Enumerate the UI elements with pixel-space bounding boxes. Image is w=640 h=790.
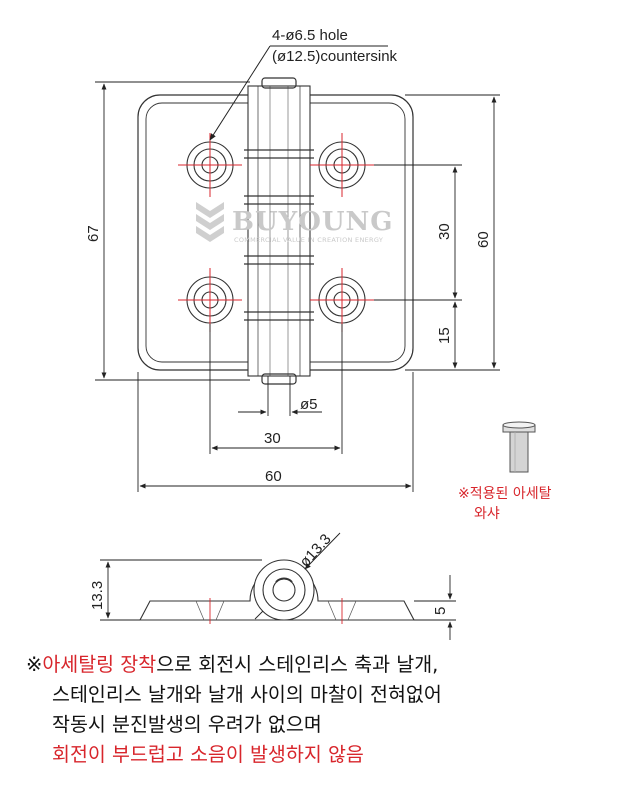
dim-30-right: [374, 164, 462, 301]
washer-note-line1: ※적용된 아세탈: [458, 486, 552, 502]
dim-60-bottom: [137, 372, 414, 492]
washer-note-line2: 와샤: [474, 506, 500, 522]
note-highlight-acetal: 아세탈링 장착: [42, 653, 157, 676]
hole-bottom-right: [310, 268, 374, 332]
dim-30-right-label: 30: [436, 223, 453, 240]
dim-pin-label: ø5: [300, 396, 318, 413]
note-line-4: 회전이 부드럽고 소음이 발생하지 않음: [52, 743, 364, 766]
dim-67-label: 67: [85, 225, 102, 242]
side-view: [139, 559, 415, 624]
note-line-3: 작동시 분진발생의 우려가 없으며: [52, 713, 322, 736]
hole-spec-line2: (ø12.5)countersink: [272, 48, 398, 65]
dim-60-right: [405, 94, 500, 371]
watermark-logo-icon: [196, 202, 224, 242]
reference-mark: ※: [26, 653, 43, 676]
feature-notes: ※아세탈링 장착으로 회전시 스테인리스 축과 날개, 스테인리스 날개와 날개…: [26, 650, 626, 770]
hole-callout: 4-ø6.5 hole (ø12.5)countersink: [209, 27, 398, 141]
dim-60-bottom-label: 60: [265, 468, 282, 485]
acetal-washer-illustration: [502, 421, 536, 473]
dim-13-3-dia: [254, 532, 341, 620]
hole-top-left: [178, 133, 242, 197]
dim-13-3-side: [100, 559, 262, 621]
dim-60-right-label: 60: [475, 231, 492, 248]
hole-top-right: [310, 133, 374, 197]
dim-67: [95, 81, 250, 381]
dim-5-label: 5: [432, 607, 449, 615]
mounting-holes: [178, 133, 374, 332]
dim-15-label: 15: [436, 327, 453, 344]
dim-30-bottom-label: 30: [264, 430, 281, 447]
watermark: BUYOUNG COMMERCIAL VALUE IN CREATION ENE…: [196, 202, 394, 244]
hole-bottom-left: [178, 268, 242, 332]
dim-13-3-dia-label: ø13.3: [296, 531, 334, 571]
dim-30-bottom: [209, 324, 343, 454]
note-line-1-rest: 으로 회전시 스테인리스 축과 날개,: [156, 653, 439, 676]
hinge-barrel: [244, 77, 314, 385]
dim-13-3-side-label: 13.3: [89, 581, 106, 610]
watermark-tagline: COMMERCIAL VALUE IN CREATION ENERGY: [234, 236, 383, 244]
hole-spec-line1: 4-ø6.5 hole: [272, 27, 348, 44]
hinge-technical-drawing: BUYOUNG COMMERCIAL VALUE IN CREATION ENE…: [85, 27, 552, 640]
note-line-1: ※아세탈링 장착으로 회전시 스테인리스 축과 날개,: [26, 650, 626, 680]
watermark-brand: BUYOUNG: [232, 207, 394, 237]
note-line-2: 스테인리스 날개와 날개 사이의 마찰이 전혀없어: [52, 683, 442, 706]
dim-5: [414, 575, 456, 640]
dim-pin: [238, 376, 322, 416]
front-view: [137, 77, 414, 385]
